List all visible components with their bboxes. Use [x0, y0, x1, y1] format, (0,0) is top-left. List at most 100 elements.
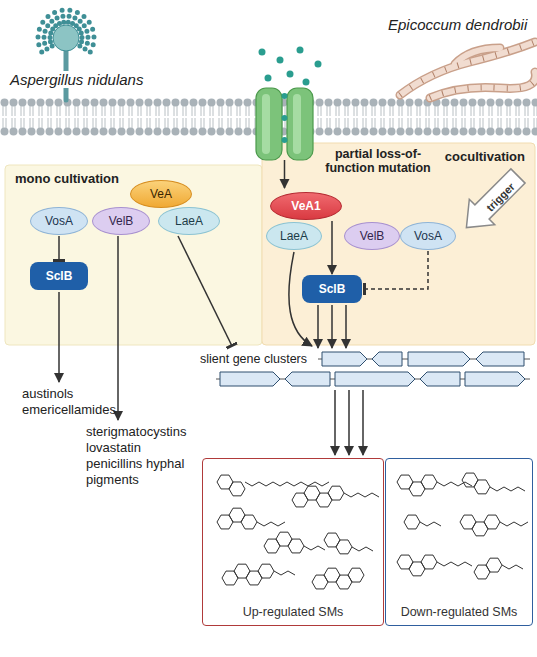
illustration-part: [317, 305, 319, 348]
mono-panel-ground: [5, 165, 262, 345]
node-text: LaeA: [280, 229, 308, 243]
ring: [336, 540, 352, 554]
conidia: [33, 5, 99, 54]
species-name: Aspergillus nidulans: [8, 71, 145, 88]
channel-protein: [287, 88, 313, 160]
metabolite-list: sterigmatocystins lovastatin penicillins…: [86, 424, 194, 488]
illustration-part: [430, 72, 536, 98]
node-text: cocultivation: [445, 149, 525, 164]
node-text: Up-regulated SMs: [243, 605, 344, 619]
illustration-part: [282, 137, 288, 143]
chain: [257, 522, 285, 526]
regulator-box: SclB: [302, 275, 362, 303]
ring: [328, 486, 344, 500]
protein-bubble: VeA: [130, 180, 192, 208]
chain: [245, 482, 329, 486]
illustration-part: [315, 61, 322, 68]
connector: [364, 251, 428, 289]
ring: [484, 515, 500, 529]
node-text: Down-regulated SMs: [401, 605, 518, 619]
conidium-chain: [80, 46, 95, 55]
illustration-part: [455, 48, 500, 64]
gene-arrow: [335, 372, 415, 386]
node-text: VosA: [414, 229, 442, 243]
trigger-arrow: [466, 169, 525, 228]
node-text: SclB: [319, 282, 346, 296]
protein-bubble: VelB: [92, 207, 150, 235]
illustration-part: [277, 57, 284, 64]
node-text: VelB: [360, 229, 385, 243]
conidium-chain: [68, 5, 70, 22]
chain: [352, 547, 373, 551]
coculture-panel-ground: [262, 143, 535, 345]
protein-bubble: VosA: [400, 222, 456, 250]
illustration-part: [362, 390, 364, 455]
mutation-note: partial loss-of-function mutation: [322, 147, 434, 175]
panel: mono cultivationVosA VelB VeALaeA SclB: [5, 165, 262, 345]
node-text: VelB: [109, 214, 134, 228]
cluster-label: slient gene clusters: [200, 352, 307, 366]
illustration-part: [287, 71, 294, 78]
arrow: [117, 236, 119, 420]
conidium-chain: [82, 42, 98, 46]
illustration-part: [430, 72, 536, 98]
illustration-part: [259, 49, 266, 56]
conidium-chain: [34, 42, 50, 46]
connector: [331, 221, 333, 274]
chain: [304, 546, 325, 550]
signal-molecules: [259, 47, 322, 144]
node-text: mono cultivation: [15, 171, 119, 186]
chain: [490, 487, 525, 491]
illustration-part: [331, 305, 333, 348]
conidium-chain: [53, 8, 60, 24]
regulator-box: SclB: [30, 262, 88, 290]
conidium-chain: [82, 34, 99, 40]
ring: [404, 515, 420, 529]
gene-arrow: [322, 352, 367, 366]
chain: [420, 522, 441, 526]
conidium-chain: [61, 5, 63, 22]
illustration-part: [297, 47, 304, 54]
ring: [241, 515, 257, 529]
node-text: VosA: [45, 214, 73, 228]
illustration-part: [348, 390, 350, 455]
group-box: Up-regulated SMs: [202, 458, 384, 626]
chain: [274, 571, 295, 575]
illustration-part: [282, 115, 288, 121]
species-name: Epicoccum dendrobii: [388, 16, 527, 33]
conidium-chain: [33, 34, 50, 40]
group-box: Down-regulated SMs: [385, 458, 533, 626]
gene-arrow: [220, 372, 280, 386]
structures: [217, 473, 528, 589]
ring: [486, 558, 502, 572]
illustration-part: [265, 75, 272, 82]
ring: [421, 475, 437, 489]
chain: [437, 562, 472, 566]
chain: [437, 482, 472, 486]
chain: [344, 493, 379, 497]
protein-bubble: VeA1: [270, 192, 342, 220]
metabolite-list: austinols emericellamides: [22, 386, 132, 418]
channel-protein: [256, 88, 282, 160]
uptake-arrow: [284, 160, 286, 188]
conidium-chain: [37, 46, 52, 55]
connector: [58, 236, 60, 261]
ring: [288, 539, 304, 553]
chain: [500, 522, 528, 526]
hyphae: [400, 42, 536, 98]
ring: [348, 568, 364, 582]
arrow: [58, 292, 60, 382]
illustration-part: [430, 72, 536, 98]
illustration-part: [334, 390, 336, 455]
conidium-chain: [35, 28, 51, 33]
gene-arrow: [420, 372, 460, 386]
channel-shine: [262, 94, 270, 154]
ring: [258, 564, 274, 578]
gene-arrow: [285, 372, 330, 386]
node-text: VeA: [150, 187, 172, 201]
node-text: VeA1: [291, 199, 320, 213]
node-text: LaeA: [175, 214, 203, 228]
ring: [474, 480, 490, 494]
